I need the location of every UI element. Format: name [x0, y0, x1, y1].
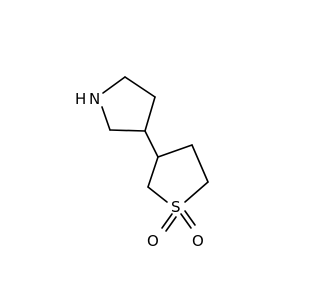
bond-n-c2 — [102, 76, 126, 94]
bond-c1-c2b — [157, 144, 193, 158]
bond-c5-n — [101, 106, 111, 131]
atom-label-n: N — [89, 90, 100, 108]
bond-ring-linker — [144, 130, 159, 158]
bond-s-o2-b — [184, 210, 196, 226]
bond-s-o1-b — [165, 216, 177, 232]
atom-label-h: H — [75, 90, 86, 108]
bond-c5b-c1 — [147, 156, 159, 188]
bond-c2b-c3b — [191, 144, 209, 183]
bond-group — [101, 76, 209, 232]
bond-s-o1-a — [161, 213, 173, 229]
bond-c3-c4 — [144, 96, 156, 132]
bond-c2-c3 — [124, 76, 156, 98]
bond-c4-c5 — [109, 129, 146, 132]
atom-label-o2: O — [192, 232, 204, 250]
atom-label-s: S — [171, 198, 181, 216]
atom-label-o1: O — [147, 232, 159, 250]
bond-s-c5b — [147, 186, 168, 203]
structure-canvas: H N S O O — [75, 76, 209, 250]
bond-s-o2-a — [180, 213, 192, 229]
bond-c3b-s — [184, 181, 209, 203]
molecule-diagram: H N S O O — [75, 76, 209, 250]
